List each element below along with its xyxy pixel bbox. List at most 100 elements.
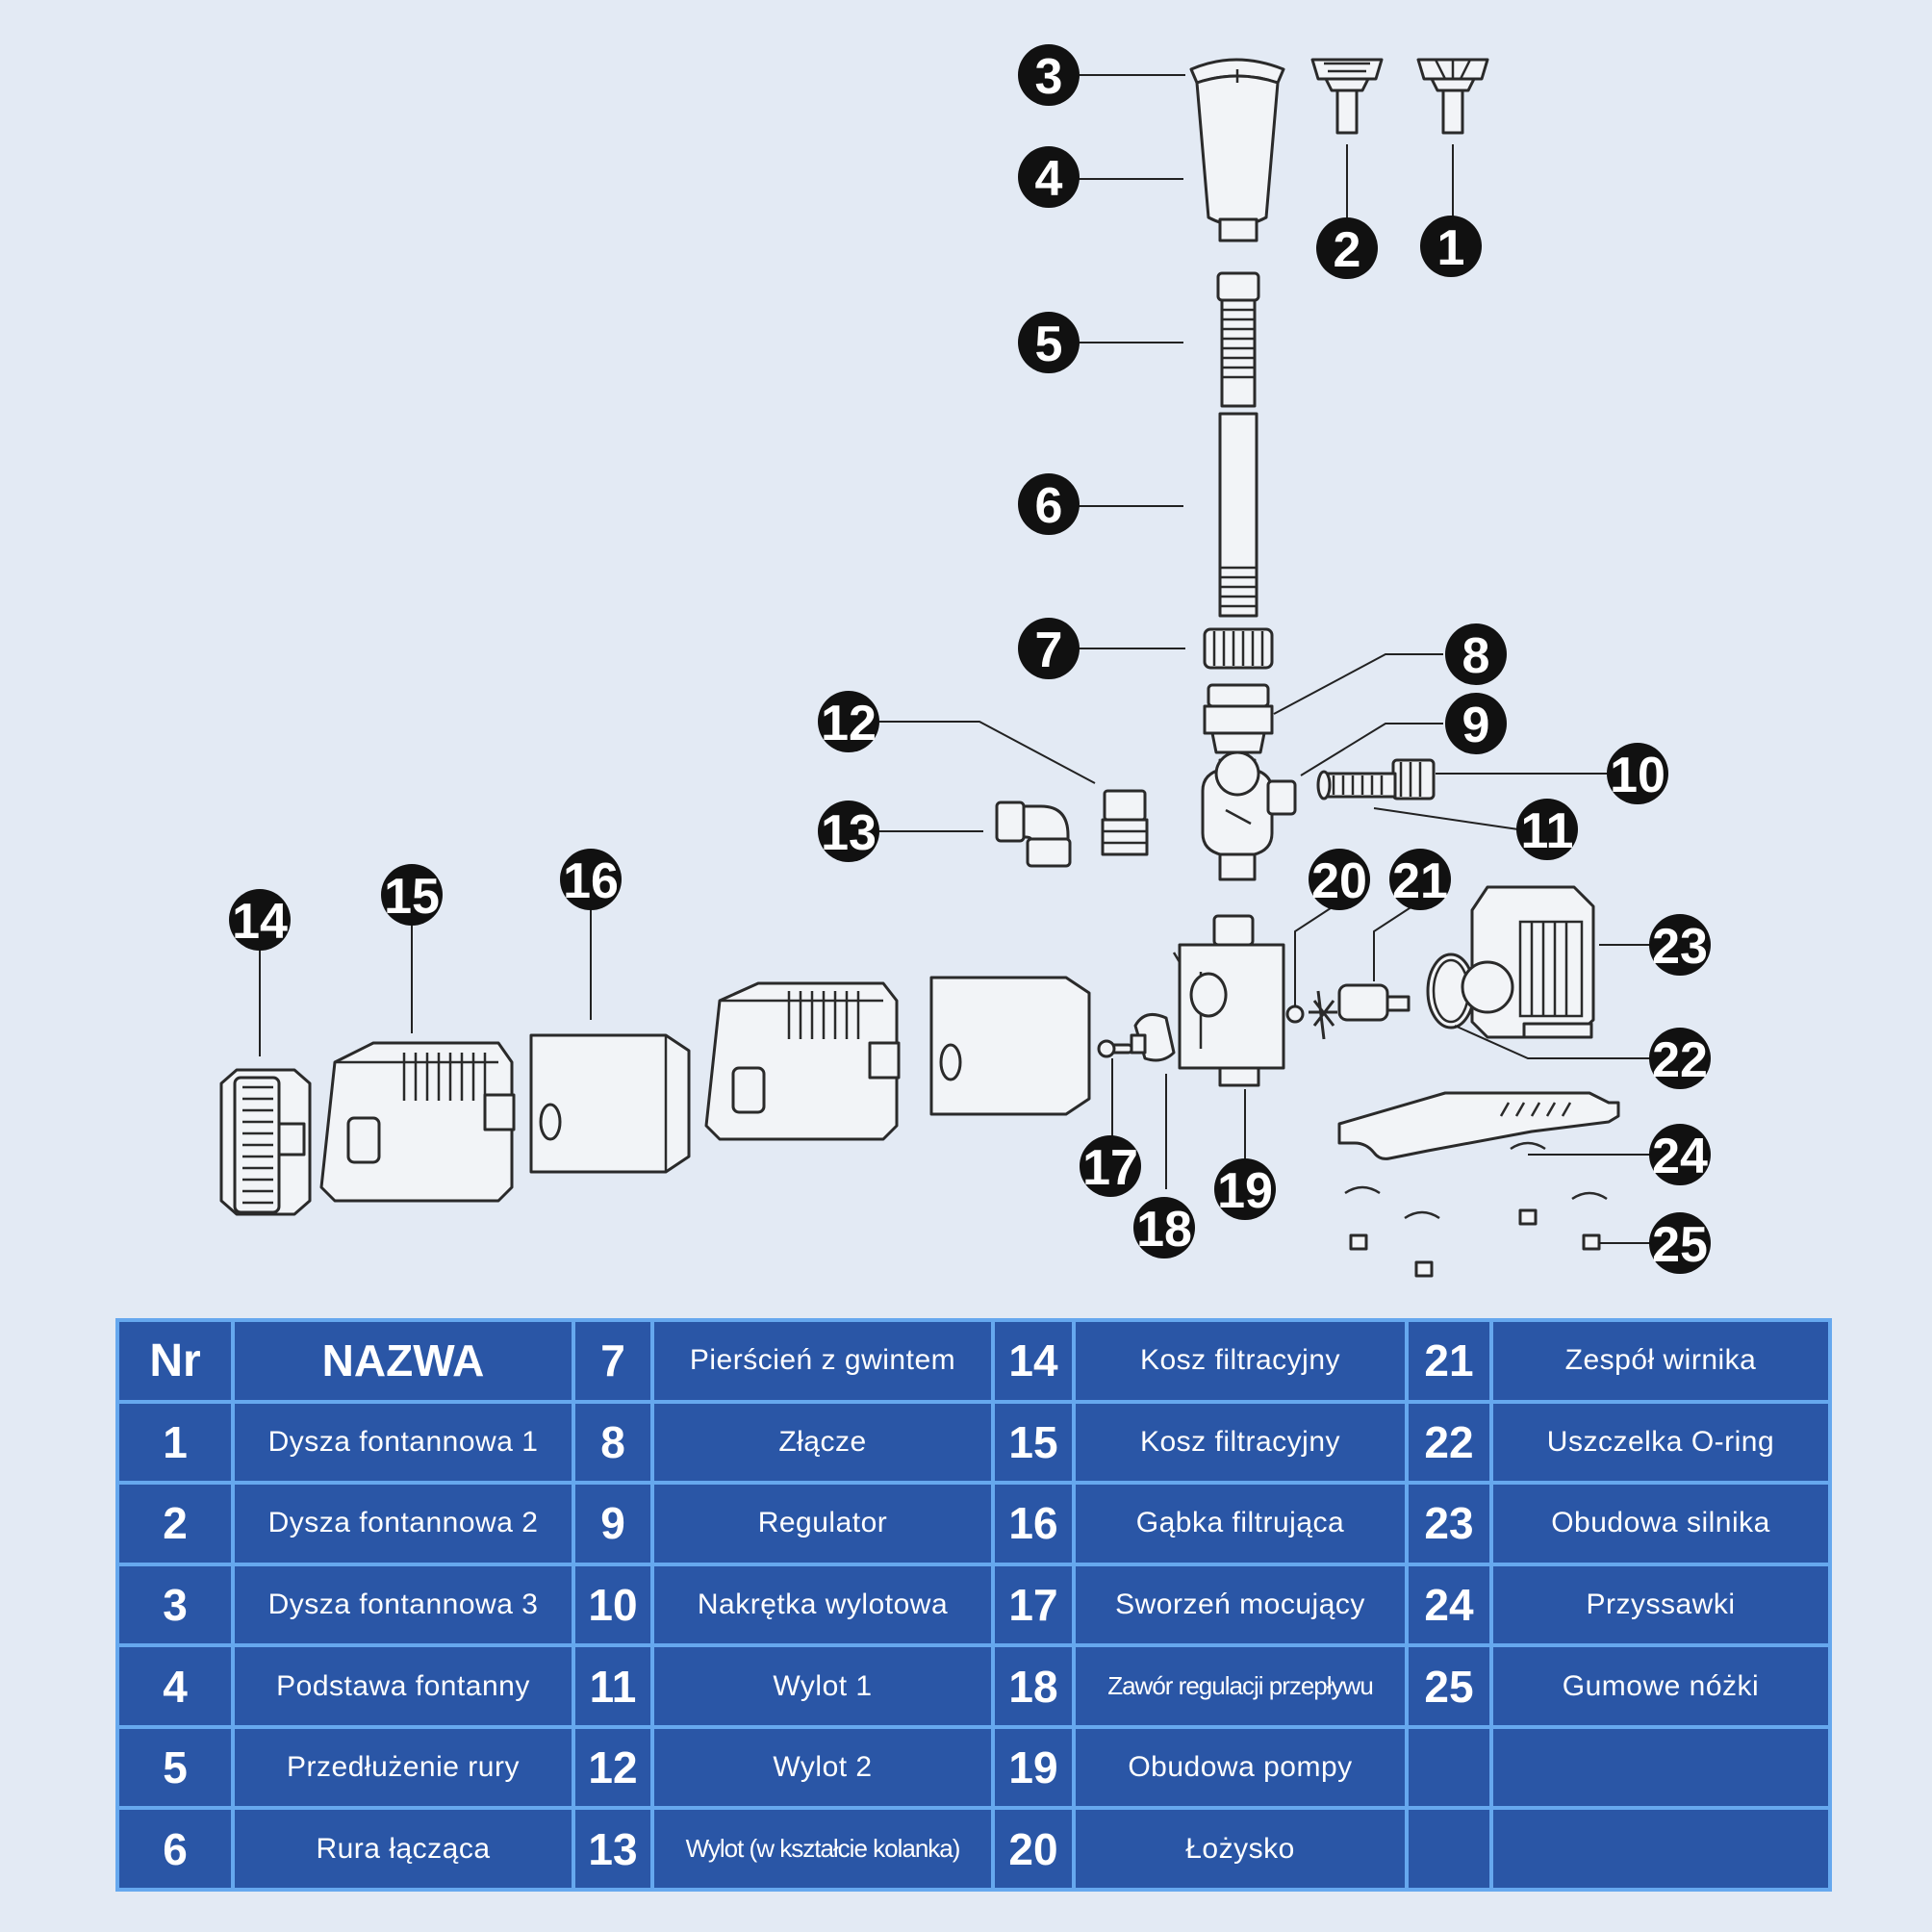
part-flow-valve — [1130, 1012, 1176, 1062]
callout-17: 17 — [1080, 1135, 1141, 1197]
empty-cell — [1405, 1724, 1493, 1811]
callout-label: 10 — [1610, 748, 1665, 803]
callout-label: 5 — [1035, 317, 1063, 372]
part-number: 16 — [991, 1481, 1076, 1566]
empty-cell — [1489, 1806, 1832, 1892]
callout-4: 4 — [1018, 146, 1080, 208]
part-elbow-outlet — [995, 801, 1072, 868]
part-outlet-2 — [1101, 789, 1149, 856]
callout-9: 9 — [1445, 693, 1507, 754]
callout-label: 22 — [1652, 1032, 1708, 1088]
callout-label: 16 — [563, 853, 619, 909]
part-name: Uszczelka O-ring — [1489, 1399, 1832, 1486]
part-name: Gąbka filtrująca — [1072, 1481, 1409, 1566]
callout-label: 23 — [1652, 919, 1708, 975]
table-row: 4 Podstawa fontanny 11 Wylot 1 18 Zawór … — [115, 1643, 1832, 1729]
header-name: NAZWA — [231, 1318, 575, 1404]
callout-25: 25 — [1649, 1212, 1711, 1274]
callout-label: 25 — [1652, 1217, 1708, 1273]
part-name: Przyssawki — [1489, 1562, 1832, 1648]
callout-label: 6 — [1035, 478, 1063, 534]
callout-18: 18 — [1133, 1197, 1195, 1258]
part-number: 20 — [991, 1806, 1076, 1892]
callout-11: 11 — [1516, 799, 1578, 860]
callout-label: 7 — [1035, 623, 1063, 678]
part-number: 14 — [991, 1318, 1076, 1404]
part-number: 13 — [572, 1806, 654, 1892]
part-number: 12 — [572, 1724, 654, 1811]
callout-label: 1 — [1437, 220, 1465, 276]
callout-label: 4 — [1035, 151, 1063, 207]
part-name: Dysza fontannowa 3 — [231, 1562, 575, 1648]
part-number: 25 — [1405, 1643, 1493, 1729]
part-name: Wylot (w kształcie kolanka) — [650, 1806, 995, 1892]
part-number: 2 — [115, 1481, 235, 1566]
part-name: Rura łącząca — [231, 1806, 575, 1892]
part-regulator — [1201, 750, 1297, 881]
callout-label: 24 — [1652, 1129, 1708, 1184]
part-connector — [1203, 683, 1274, 754]
callout-10: 10 — [1607, 743, 1668, 804]
table-row: 6 Rura łącząca 13 Wylot (w kształcie kol… — [115, 1806, 1832, 1892]
callout-1: 1 — [1420, 216, 1482, 277]
part-number: 19 — [991, 1724, 1076, 1811]
part-number: 3 — [115, 1562, 235, 1648]
callout-label: 2 — [1334, 222, 1361, 278]
part-number: 4 — [115, 1643, 235, 1729]
callout-label: 20 — [1311, 853, 1367, 909]
part-filter-basket — [319, 1041, 516, 1203]
part-number: 5 — [115, 1724, 235, 1811]
callout-label: 9 — [1462, 698, 1490, 753]
part-outlet-1 — [1316, 770, 1397, 801]
part-impeller — [1309, 983, 1411, 1040]
part-name: Dysza fontannowa 1 — [231, 1399, 575, 1486]
table-row: 3 Dysza fontannowa 3 10 Nakrętka wylotow… — [115, 1562, 1832, 1648]
exploded-view-diagram: 1 2 3 4 5 6 7 8 9 10 11 12 13 14 15 16 1… — [219, 44, 1711, 1278]
part-number: 21 — [1405, 1318, 1493, 1404]
part-threaded-ring — [1203, 627, 1274, 670]
callout-23: 23 — [1649, 914, 1711, 976]
part-number: 8 — [572, 1399, 654, 1486]
callout-15: 15 — [381, 864, 443, 926]
part-name: Dysza fontannowa 2 — [231, 1481, 575, 1566]
part-name: Regulator — [650, 1481, 995, 1566]
part-name: Kosz filtracyjny — [1072, 1399, 1409, 1486]
callout-19: 19 — [1214, 1158, 1276, 1220]
callout-label: 18 — [1136, 1202, 1192, 1258]
part-name: Pierścień z gwintem — [650, 1318, 995, 1404]
part-number: 10 — [572, 1562, 654, 1648]
table-row: 2 Dysza fontannowa 2 9 Regulator 16 Gąbk… — [115, 1481, 1832, 1566]
callout-3: 3 — [1018, 44, 1080, 106]
callout-label: 15 — [384, 869, 440, 925]
callout-label: 14 — [232, 894, 288, 950]
part-name: Wylot 1 — [650, 1643, 995, 1729]
part-connecting-pipe — [1218, 412, 1258, 618]
callout-label: 13 — [821, 805, 877, 861]
part-number: 24 — [1405, 1562, 1493, 1648]
callout-label: 11 — [1521, 803, 1574, 859]
part-number: 1 — [115, 1399, 235, 1486]
part-name: Obudowa silnika — [1489, 1481, 1832, 1566]
part-number: 22 — [1405, 1399, 1493, 1486]
part-pipe-extension — [1216, 271, 1260, 408]
part-fountain-nozzle-1 — [1416, 58, 1489, 135]
part-name: Złącze — [650, 1399, 995, 1486]
callout-label: 3 — [1035, 49, 1063, 105]
part-bearing — [1285, 1004, 1305, 1024]
part-number: 23 — [1405, 1481, 1493, 1566]
callout-2: 2 — [1316, 217, 1378, 279]
part-name: Sworzeń mocujący — [1072, 1562, 1409, 1648]
callout-label: 17 — [1082, 1140, 1138, 1196]
part-name: Wylot 2 — [650, 1724, 995, 1811]
table-row: 1 Dysza fontannowa 1 8 Złącze 15 Kosz fi… — [115, 1399, 1832, 1486]
callout-label: 19 — [1217, 1163, 1273, 1219]
part-name: Gumowe nóżki — [1489, 1643, 1832, 1729]
table-row: 5 Przedłużenie rury 12 Wylot 2 19 Obudow… — [115, 1724, 1832, 1811]
part-name: Kosz filtracyjny — [1072, 1318, 1409, 1404]
part-name: Podstawa fontanny — [231, 1643, 575, 1729]
part-filter-sponge — [529, 1033, 691, 1174]
part-name: Zawór regulacji przepływu — [1072, 1643, 1409, 1729]
callout-22: 22 — [1649, 1028, 1711, 1089]
part-name: Nakrętka wylotowa — [650, 1562, 995, 1648]
part-pump-housing — [1172, 914, 1285, 1087]
